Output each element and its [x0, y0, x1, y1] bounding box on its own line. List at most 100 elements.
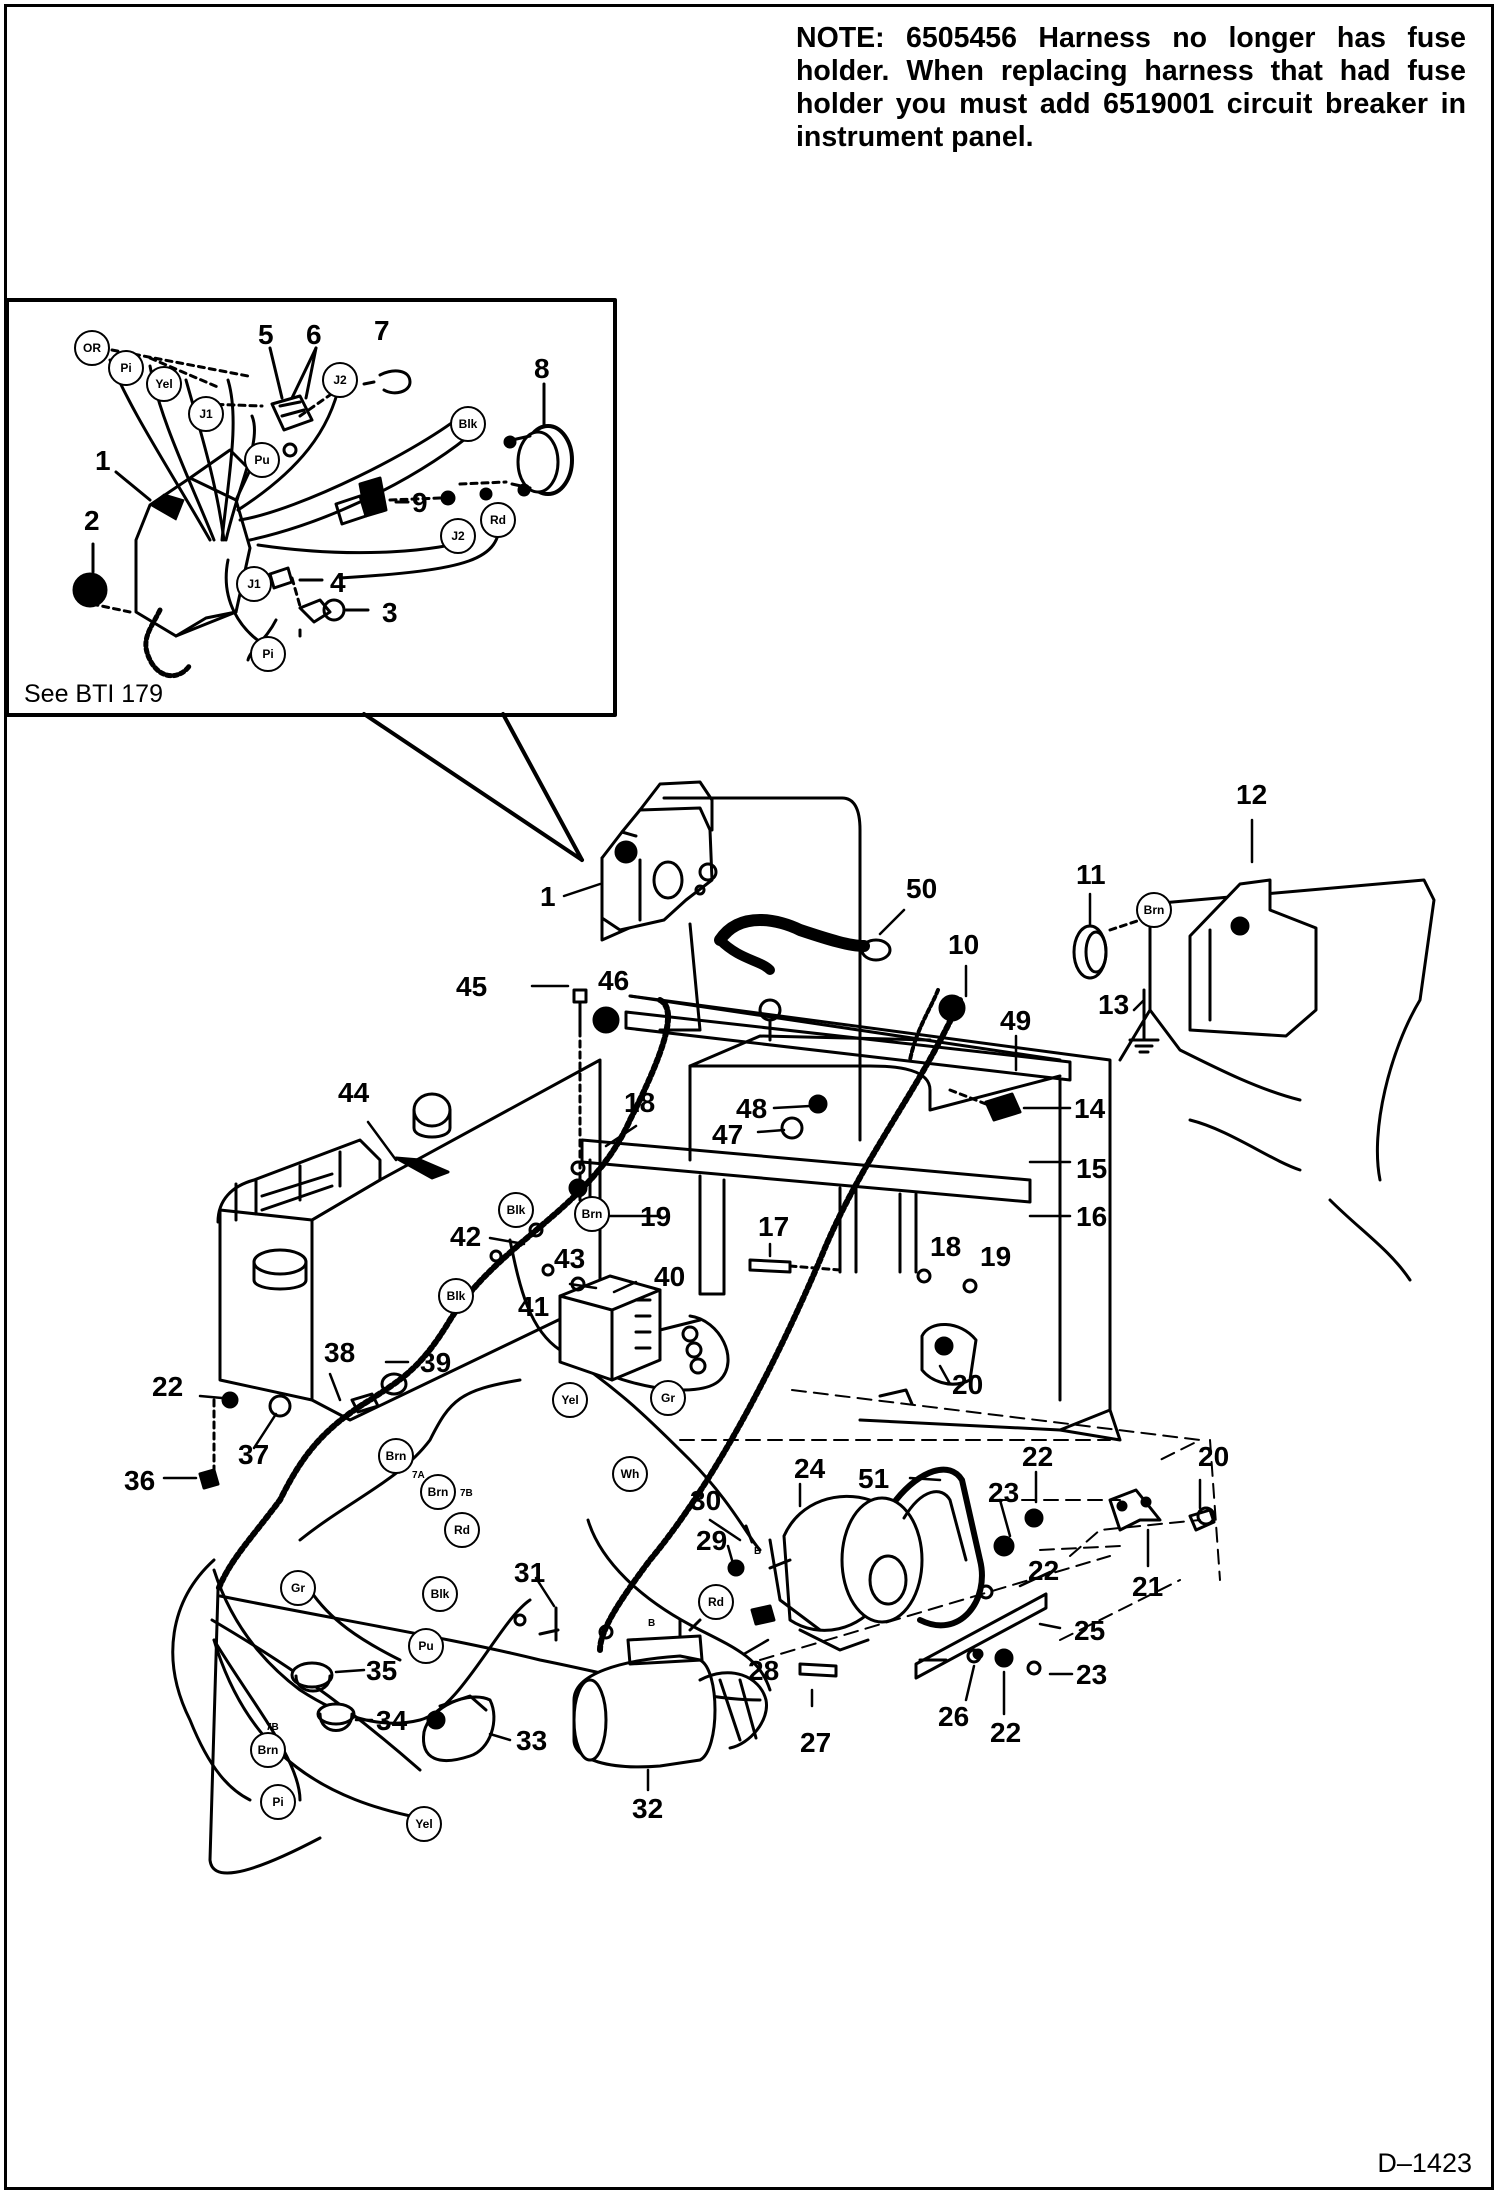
callout-20b: 20 — [1198, 1441, 1229, 1472]
callout-27: 27 — [800, 1727, 831, 1758]
callout-17: 17 — [758, 1211, 789, 1242]
callout-leaders — [162, 818, 1254, 1792]
wire-tag: Blk — [507, 1203, 526, 1217]
callout-15: 15 — [1076, 1153, 1107, 1184]
callout-38: 38 — [324, 1337, 355, 1368]
voltage-regulator — [558, 1274, 707, 1382]
wire-tag: Blk — [459, 417, 478, 431]
wire-tag: Pu — [254, 453, 269, 467]
callout-20: 20 — [952, 1369, 983, 1400]
wire-tag-number: B — [648, 1618, 655, 1629]
inset-reference: See BTI 179 — [24, 680, 163, 708]
callout-12: 12 — [1236, 779, 1267, 810]
callout-28: 28 — [748, 1655, 779, 1686]
inset-callout-5: 5 — [258, 319, 274, 350]
wire-tag: Rd — [454, 1523, 470, 1537]
callout-49: 49 — [1000, 1005, 1031, 1036]
callout-42: 42 — [450, 1221, 481, 1252]
callout-36: 36 — [124, 1465, 155, 1496]
callout-39: 39 — [420, 1347, 451, 1378]
callout-48: 48 — [736, 1093, 767, 1124]
wire-tag: Brn — [1144, 903, 1165, 917]
wire-tag-number: B — [754, 1546, 761, 1557]
inset-callout-9: 9 — [412, 487, 428, 518]
wire-tag: Blk — [447, 1289, 466, 1303]
main-callouts: 1 50 12 11 10 45 46 49 13 44 48 14 18 47… — [124, 779, 1267, 1824]
main-wire-tags: Brn Blk Brn Blk Yel Gr Wh Brn Brn Rd Blk… — [250, 892, 1172, 1842]
wire-tag: Wh — [621, 1467, 640, 1481]
callout-22d: 22 — [990, 1717, 1021, 1748]
harness-note: NOTE: 6505456 Harness no longer has fuse… — [796, 22, 1466, 153]
callout-30: 30 — [690, 1485, 721, 1516]
wire-tag-number: 7B — [266, 1722, 279, 1733]
inset-callout-4: 4 — [330, 567, 346, 598]
callout-19: 19 — [640, 1201, 671, 1232]
page-border — [4, 4, 1494, 2190]
reference-lines — [679, 1389, 1221, 1661]
callout-40: 40 — [654, 1261, 685, 1292]
callout-41: 41 — [518, 1291, 549, 1322]
callout-10: 10 — [948, 929, 979, 960]
wire-tag: Pu — [418, 1639, 433, 1653]
callout-32: 32 — [632, 1793, 663, 1824]
wire-tag: Yel — [561, 1393, 578, 1407]
ignition-switches — [290, 1661, 496, 1762]
wire-tag: J2 — [451, 529, 465, 543]
callout-1: 1 — [540, 881, 556, 912]
alternator — [768, 1466, 1216, 1680]
callout-51: 51 — [858, 1463, 889, 1494]
inset-callout-1: 1 — [95, 445, 111, 476]
callout-35: 35 — [366, 1655, 397, 1686]
wire-tag: J2 — [333, 373, 347, 387]
machine-chassis — [216, 780, 1436, 1442]
inset-callout-2: 2 — [84, 505, 100, 536]
callout-43: 43 — [554, 1243, 585, 1274]
callout-21: 21 — [1132, 1571, 1163, 1602]
wire-tag: Yel — [155, 377, 172, 391]
inset-callout-7: 7 — [374, 315, 390, 346]
callout-46: 46 — [598, 965, 629, 996]
wire-tag: Brn — [582, 1207, 603, 1221]
callout-33: 33 — [516, 1725, 547, 1756]
wire-tag: Pi — [272, 1795, 283, 1809]
callout-31: 31 — [514, 1557, 545, 1588]
hardware — [198, 918, 1216, 1678]
callout-18b: 18 — [930, 1231, 961, 1262]
callout-22c: 22 — [1028, 1555, 1059, 1586]
wire-tag: Pi — [262, 647, 273, 661]
callout-16: 16 — [1076, 1201, 1107, 1232]
wire-tag: J1 — [199, 407, 213, 421]
callout-45: 45 — [456, 971, 487, 1002]
main-wire-harness — [171, 914, 966, 1875]
starter-motor — [572, 1618, 768, 1769]
callout-50: 50 — [906, 873, 937, 904]
wire-tag-number: 7B — [460, 1488, 473, 1499]
callout-19b: 19 — [980, 1241, 1011, 1272]
callout-44: 44 — [338, 1077, 370, 1108]
wire-tag: J1 — [247, 577, 261, 591]
callout-26: 26 — [938, 1701, 969, 1732]
wire-tag: Rd — [490, 513, 506, 527]
wire-tag: Pi — [120, 361, 131, 375]
wire-tag-number: 7A — [412, 1470, 425, 1481]
wire-tag: Brn — [258, 1743, 279, 1757]
callout-22: 22 — [152, 1371, 183, 1402]
inset-wire-tags: OR Pi Yel J1 J2 Pu Blk Rd J2 J1 — [74, 330, 516, 672]
callout-14: 14 — [1074, 1093, 1106, 1124]
callout-25: 25 — [1074, 1615, 1105, 1646]
wire-tag: Rd — [708, 1595, 724, 1609]
wire-tag: OR — [83, 341, 101, 355]
wire-tag: Gr — [291, 1581, 305, 1595]
callout-22b: 22 — [1022, 1441, 1053, 1472]
wire-tag: Blk — [431, 1587, 450, 1601]
callout-18: 18 — [624, 1087, 655, 1118]
callout-34: 34 — [376, 1705, 408, 1736]
instrument-panel-inset — [5, 298, 617, 862]
callout-47: 47 — [712, 1119, 743, 1150]
document-id: D–1423 — [1377, 2148, 1472, 2178]
inset-callout-8: 8 — [534, 353, 550, 384]
callout-11: 11 — [1076, 859, 1106, 890]
inset-labels: 1 2 3 4 5 6 7 8 9 See BTI 179 OR Pi Yel … — [24, 315, 550, 708]
